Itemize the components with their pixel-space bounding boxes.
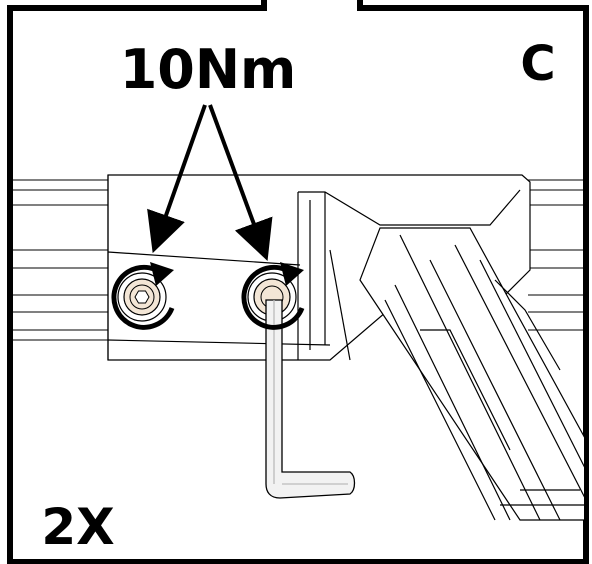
panel-frame <box>7 0 589 564</box>
step-letter: C <box>520 36 555 92</box>
t-connector-bracket <box>107 174 531 361</box>
hex-key-icon <box>265 299 356 499</box>
diagonal-extrusion-arm <box>359 227 584 521</box>
torque-value-label: 10Nm <box>120 38 297 101</box>
aluminium-extrusion-rail <box>10 179 584 341</box>
socket-cap-screw-icon <box>117 272 167 322</box>
quantity-label: 2X <box>41 498 114 556</box>
torque-arrow-icon <box>147 104 273 262</box>
rotation-arrow-icon <box>241 262 305 330</box>
rotation-arrow-icon <box>111 262 175 330</box>
